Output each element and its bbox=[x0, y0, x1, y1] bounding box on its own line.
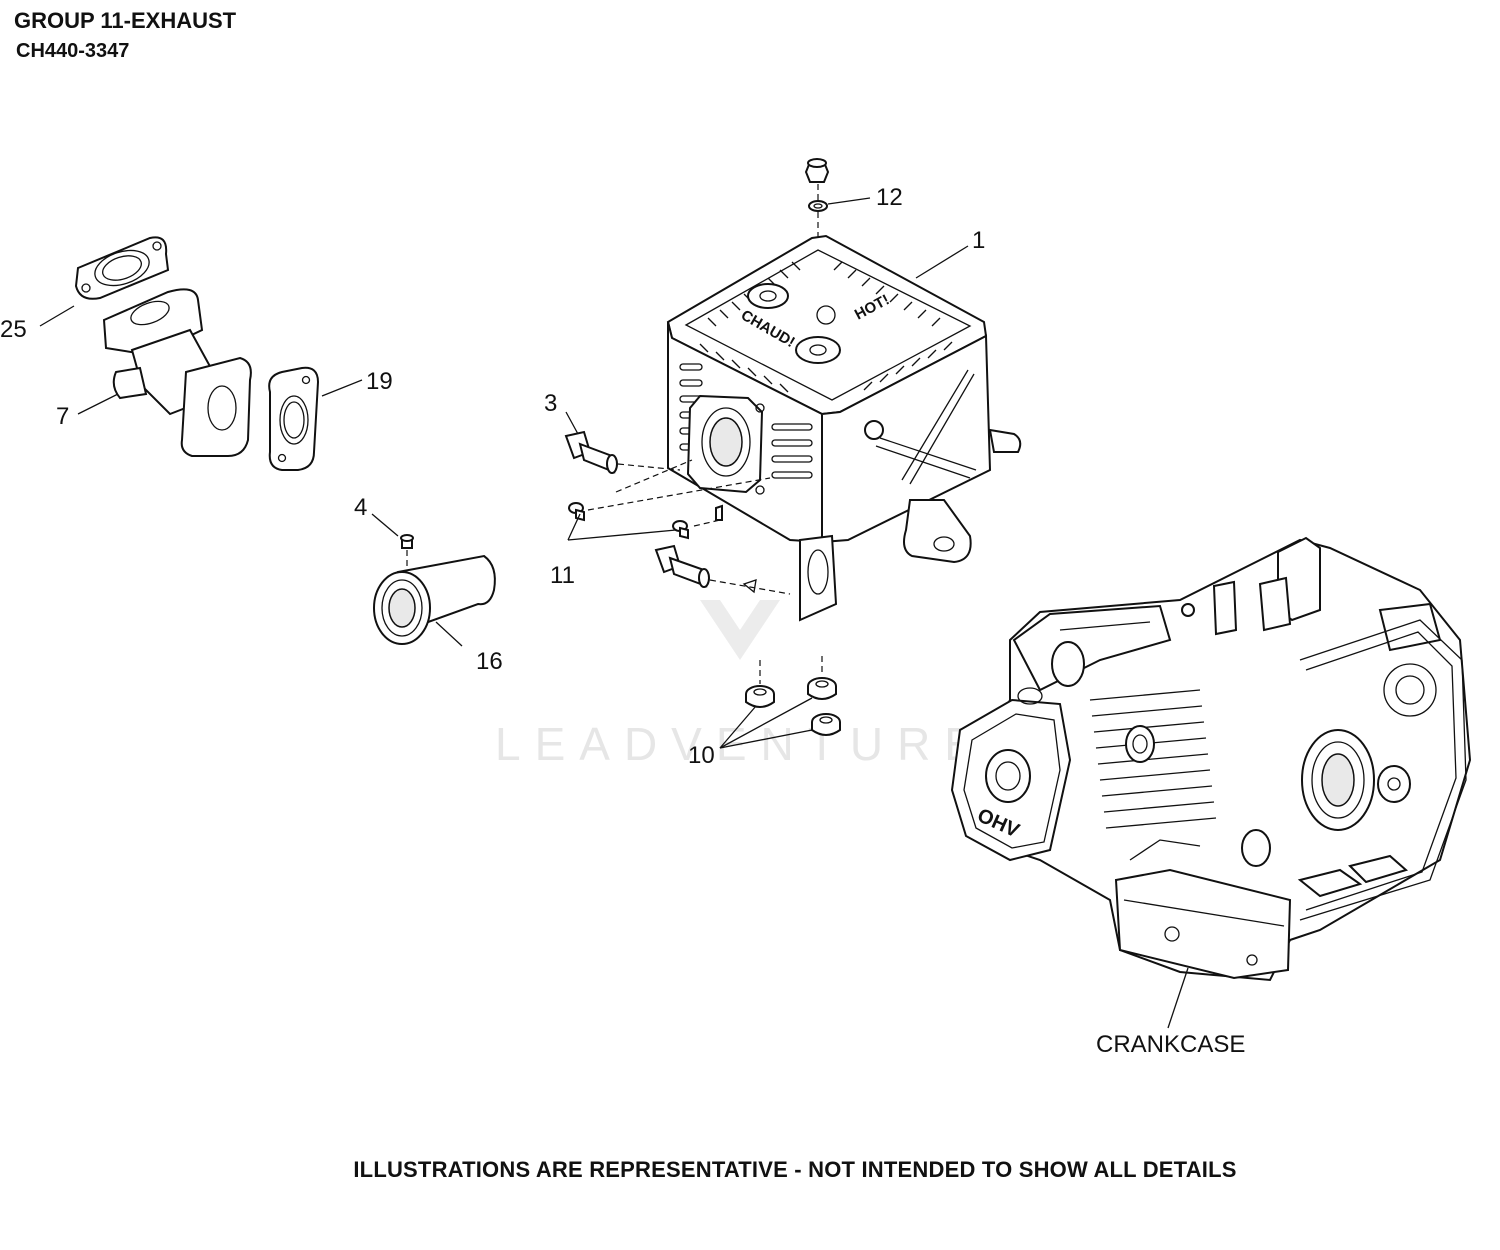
part-16-spark-arrestor bbox=[373, 554, 496, 645]
callout-leaders bbox=[39, 197, 1189, 1029]
callout-crankcase: CRANKCASE bbox=[1096, 1031, 1245, 1058]
callout-1: 1 bbox=[972, 227, 985, 254]
callout-25: 25 bbox=[0, 316, 27, 343]
callout-11: 11 bbox=[550, 562, 575, 589]
part-7-exhaust-elbow bbox=[102, 288, 252, 457]
callout-19: 19 bbox=[366, 368, 393, 395]
watermark-text: LEADVENTURE bbox=[495, 718, 989, 770]
part-19-gasket bbox=[268, 366, 320, 471]
page-title: GROUP 11-EXHAUST bbox=[14, 8, 237, 33]
callout-3: 3 bbox=[544, 390, 557, 417]
part-4-screw bbox=[400, 534, 414, 580]
part-1-muffler: CHAUD! HOT! bbox=[615, 234, 1022, 622]
callout-16: 16 bbox=[476, 648, 503, 675]
part-10-nuts bbox=[745, 656, 841, 736]
part-25-gasket bbox=[74, 236, 170, 300]
model-number: CH440-3347 bbox=[16, 40, 130, 62]
callout-10: 10 bbox=[688, 742, 715, 769]
crankcase-engine: OHV bbox=[950, 536, 1472, 982]
part-11-screws bbox=[568, 477, 771, 540]
callout-labels: 12 1 3 4 11 16 19 25 7 10 CRANKCASE bbox=[0, 184, 1245, 1058]
callout-4: 4 bbox=[354, 494, 367, 521]
footer-note: ILLUSTRATIONS ARE REPRESENTATIVE - NOT I… bbox=[353, 1157, 1237, 1182]
callout-7: 7 bbox=[56, 403, 69, 430]
callout-12: 12 bbox=[876, 184, 903, 211]
watermark: LEADVENTURE bbox=[495, 600, 989, 770]
part-3-bolts bbox=[564, 430, 791, 595]
